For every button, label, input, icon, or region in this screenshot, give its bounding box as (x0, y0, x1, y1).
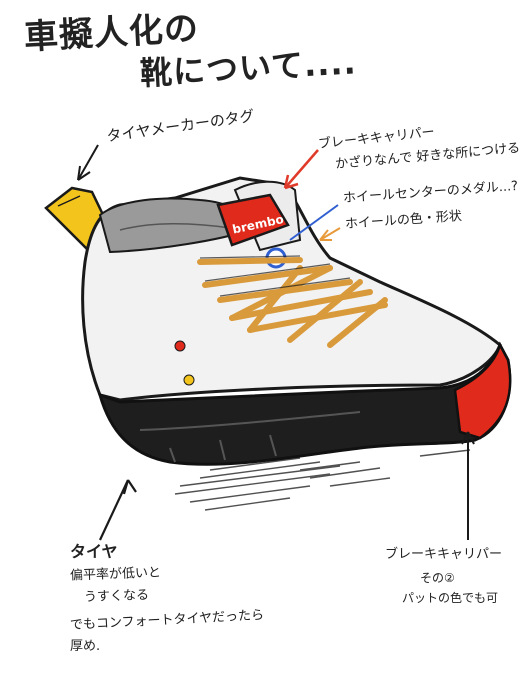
caliper-note-line-3: パットの色でも可 (402, 591, 499, 605)
yellow-dot (183, 374, 195, 386)
tire-note-line-2: うすくなる (83, 587, 150, 606)
arrow-medal (289, 204, 339, 241)
arrow-tag (77, 144, 99, 181)
heel-brake-caliper (453, 341, 512, 440)
arrow-tire (99, 479, 137, 541)
laces (197, 257, 388, 348)
arrow-heel (461, 431, 475, 540)
caliper-note-line-1: ブレーキキャリパー (385, 547, 503, 562)
tire-note-line-1: 偏平率が低いと (69, 565, 162, 584)
arrow-caliper (283, 149, 319, 190)
arrow-wheel (319, 227, 341, 241)
caliper-note-line-2: その② (420, 571, 455, 585)
tire-note-line-4: 厚め. (70, 639, 101, 654)
ground-shadow (174, 449, 471, 511)
tire-heading: タイヤ (70, 542, 118, 561)
red-dot (174, 340, 186, 352)
